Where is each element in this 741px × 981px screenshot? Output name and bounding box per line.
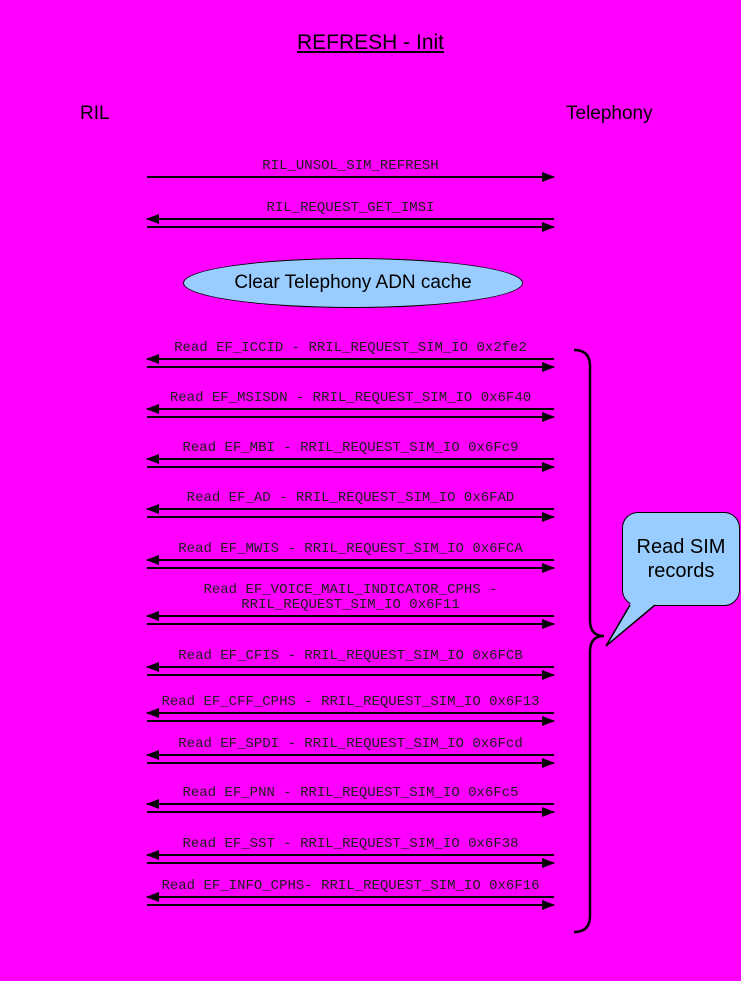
left-arrow-line [146,750,554,760]
left-arrow-line [146,662,554,672]
right-arrow-line [147,172,555,182]
message-label: Read EF_SPDI - RRIL_REQUEST_SIM_IO 0x6Fc… [178,736,523,752]
right-arrow-line [147,670,555,680]
callout-tail [605,594,668,647]
message-label: Read EF_MBI - RRIL_REQUEST_SIM_IO 0x6Fc9 [182,440,519,456]
right-arrow-line [147,362,555,372]
right-arrow-line [147,412,555,422]
message-read-ef-info-cphs: Read EF_INFO_CPHS- RRIL_REQUEST_SIM_IO 0… [146,878,555,910]
left-arrow-line [146,892,554,902]
message-read-ef-msisdn: Read EF_MSISDN - RRIL_REQUEST_SIM_IO 0x6… [146,390,555,422]
message-read-ef-cff-cphs: Read EF_CFF_CPHS - RRIL_REQUEST_SIM_IO 0… [146,694,555,726]
actor-ril: RIL [80,103,110,124]
callout-read-sim-records: Read SIM records [622,512,740,606]
message-read-ef-spdi: Read EF_SPDI - RRIL_REQUEST_SIM_IO 0x6Fc… [146,736,555,768]
actor-telephony: Telephony [566,103,653,124]
message-label: RIL_REQUEST_GET_IMSI [266,200,435,216]
left-arrow-line [146,454,554,464]
message-label: Read EF_CFF_CPHS - RRIL_REQUEST_SIM_IO 0… [161,694,540,710]
right-arrow-line [147,619,555,629]
left-arrow-line [146,214,554,224]
message-read-ef-mwis: Read EF_MWIS - RRIL_REQUEST_SIM_IO 0x6FC… [146,541,555,573]
message-label: Read EF_VOICE_MAIL_INDICATOR_CPHS - RRIL… [203,582,498,613]
right-arrow-line [147,858,555,868]
message-label: Read EF_SST - RRIL_REQUEST_SIM_IO 0x6F38 [182,836,519,852]
message-label: Read EF_CFIS - RRIL_REQUEST_SIM_IO 0x6FC… [178,648,523,664]
right-arrow-line [147,758,555,768]
left-arrow-line [146,404,554,414]
message-read-ef-sst: Read EF_SST - RRIL_REQUEST_SIM_IO 0x6F38 [146,836,555,868]
right-arrow-line [147,900,555,910]
message-read-ef-voice-mail-indicator-cphs: Read EF_VOICE_MAIL_INDICATOR_CPHS - RRIL… [146,582,555,629]
message-read-ef-iccid: Read EF_ICCID - RRIL_REQUEST_SIM_IO 0x2f… [146,340,555,372]
left-arrow-line [146,354,554,364]
message-label: Read EF_MWIS - RRIL_REQUEST_SIM_IO 0x6FC… [178,541,523,557]
message-ril-unsol-sim-refresh: RIL_UNSOL_SIM_REFRESH [147,158,555,182]
left-arrow-line [146,708,554,718]
right-arrow-line [147,807,555,817]
message-read-ef-mbi: Read EF_MBI - RRIL_REQUEST_SIM_IO 0x6Fc9 [146,440,555,472]
left-arrow-line [146,850,554,860]
message-ril-request-get-imsi: RIL_REQUEST_GET_IMSI [146,200,555,232]
left-arrow-line [146,555,554,565]
right-arrow-line [147,563,555,573]
message-label: Read EF_MSISDN - RRIL_REQUEST_SIM_IO 0x6… [169,390,532,406]
message-label: RIL_UNSOL_SIM_REFRESH [262,158,439,174]
message-read-ef-pnn: Read EF_PNN - RRIL_REQUEST_SIM_IO 0x6Fc5 [146,785,555,817]
right-arrow-line [147,462,555,472]
message-read-ef-cfis: Read EF_CFIS - RRIL_REQUEST_SIM_IO 0x6FC… [146,648,555,680]
message-read-ef-ad: Read EF_AD - RRIL_REQUEST_SIM_IO 0x6FAD [146,490,555,522]
left-arrow-line [146,504,554,514]
message-label: Read EF_AD - RRIL_REQUEST_SIM_IO 0x6FAD [186,490,515,506]
right-arrow-line [147,222,555,232]
left-arrow-line [146,611,554,621]
message-label: Read EF_INFO_CPHS- RRIL_REQUEST_SIM_IO 0… [161,878,540,894]
group-brace [573,348,605,934]
note-clear-adn-cache: Clear Telephony ADN cache [183,258,523,308]
message-label: Read EF_PNN - RRIL_REQUEST_SIM_IO 0x6Fc5 [182,785,519,801]
right-arrow-line [147,716,555,726]
right-arrow-line [147,512,555,522]
message-label: Read EF_ICCID - RRIL_REQUEST_SIM_IO 0x2f… [174,340,527,356]
diagram-title: REFRESH - Init [296,31,445,54]
left-arrow-line [146,799,554,809]
